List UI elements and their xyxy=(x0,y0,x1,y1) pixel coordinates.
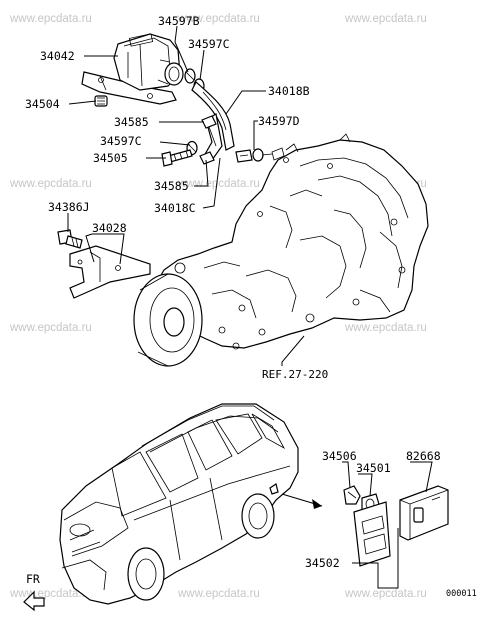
watermark-low-left: www.epcdata.ru xyxy=(9,322,92,334)
leader-82668 xyxy=(410,461,433,493)
label-34501: 34501 xyxy=(356,461,391,475)
leader-34028 xyxy=(85,233,125,265)
bracket-34502 xyxy=(353,501,391,567)
leader-34597b xyxy=(174,25,189,73)
label-34585-top: 34585 xyxy=(114,115,149,129)
bolt-34386j xyxy=(57,229,83,249)
hose-34018b xyxy=(191,81,235,151)
watermark-top-center: www.epcdata.ru xyxy=(177,13,260,25)
label-34386j: 34386J xyxy=(48,200,90,214)
clip-34585-bottom xyxy=(199,151,215,165)
label-34502: 34502 xyxy=(305,556,340,570)
leader-34597c-mid xyxy=(159,141,191,146)
pump-assembly xyxy=(81,33,184,105)
leader-34597c-top xyxy=(199,49,205,81)
leader-34504 xyxy=(68,100,97,105)
watermark-mid-left: www.epcdata.ru xyxy=(9,178,92,190)
label-34505: 34505 xyxy=(93,151,128,165)
label-34597c-mid: 34597C xyxy=(100,134,142,148)
fitting-34597d xyxy=(235,148,273,163)
leader-34018c xyxy=(202,157,221,209)
label-ref-27-220: REF.27-220 xyxy=(262,368,328,381)
label-34018c: 34018C xyxy=(154,201,196,215)
part-labels: 34597B 34042 34597C 34504 34018B 34585 3… xyxy=(25,14,477,599)
watermark-top-left: www.epcdata.ru xyxy=(9,13,92,25)
bolt-34505 xyxy=(161,149,193,167)
label-82668: 82668 xyxy=(406,449,441,463)
connector-34504 xyxy=(94,95,108,107)
sensor-34506 xyxy=(343,485,361,505)
watermark-bottom-right: www.epcdata.ru xyxy=(344,588,427,600)
label-34597b: 34597B xyxy=(158,14,200,28)
label-34597d: 34597D xyxy=(258,114,300,128)
label-34042: 34042 xyxy=(40,49,75,63)
label-34504: 34504 xyxy=(25,97,60,111)
watermark-bottom-center: www.epcdata.ru xyxy=(177,588,260,600)
leader-34502 xyxy=(352,528,399,589)
leader-34585-bot xyxy=(194,159,209,187)
vehicle xyxy=(59,403,323,605)
ecu-82668 xyxy=(399,485,449,541)
leader-lines xyxy=(67,25,433,589)
label-fr: FR xyxy=(26,572,40,586)
leader-34506 xyxy=(342,461,351,489)
transmission xyxy=(133,133,429,367)
watermark-top-right: www.epcdata.ru xyxy=(344,13,427,25)
front-direction-arrow xyxy=(23,590,45,612)
label-34597c-top: 34597C xyxy=(188,37,230,51)
label-34018b: 34018B xyxy=(268,84,310,98)
bracket-34028 xyxy=(69,245,151,299)
label-34585-bot: 34585 xyxy=(154,179,189,193)
clip-34585-top xyxy=(201,115,217,129)
leader-34018b xyxy=(225,90,266,115)
label-34028: 34028 xyxy=(92,221,127,235)
diagram-code: 000011 xyxy=(446,589,477,599)
leader-ref xyxy=(281,335,305,366)
watermark-mid-center: www.epcdata.ru xyxy=(177,178,260,190)
leader-34597d xyxy=(253,120,258,150)
watermark-low-right: www.epcdata.ru xyxy=(344,322,427,334)
label-34506: 34506 xyxy=(322,449,357,463)
leader-34501 xyxy=(358,473,373,497)
